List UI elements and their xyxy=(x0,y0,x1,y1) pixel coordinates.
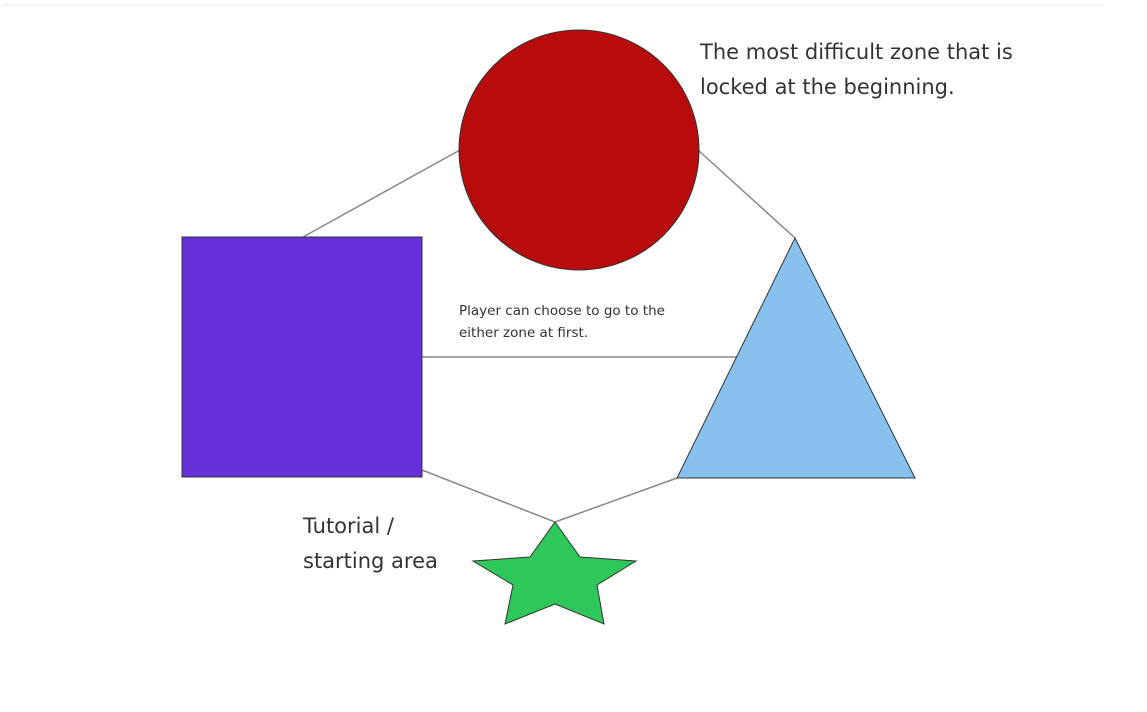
connector-triangle-star xyxy=(554,477,678,523)
choice-label: Player can choose to go to the either zo… xyxy=(459,300,665,344)
zone-triangle xyxy=(676,236,916,479)
choice-label-line1: Player can choose to go to the xyxy=(459,303,665,319)
zone-square xyxy=(181,236,423,478)
connector-square-star xyxy=(421,469,556,523)
top-divider xyxy=(3,4,1103,5)
tutorial-star xyxy=(471,521,638,625)
connector-circle-square xyxy=(302,149,461,238)
choice-label-line2: either zone at first. xyxy=(459,325,589,341)
connector-circle-triangle xyxy=(697,149,796,239)
locked-zone-label: The most difficult zone that is locked a… xyxy=(700,35,1013,105)
locked-zone-label-line1: The most difficult zone that is xyxy=(700,40,1013,64)
tutorial-label-line1: Tutorial / xyxy=(303,514,394,538)
tutorial-label: Tutorial / starting area xyxy=(303,509,438,579)
locked-zone-circle xyxy=(458,29,700,271)
locked-zone-label-line2: locked at the beginning. xyxy=(700,75,955,99)
tutorial-label-line2: starting area xyxy=(303,549,438,573)
